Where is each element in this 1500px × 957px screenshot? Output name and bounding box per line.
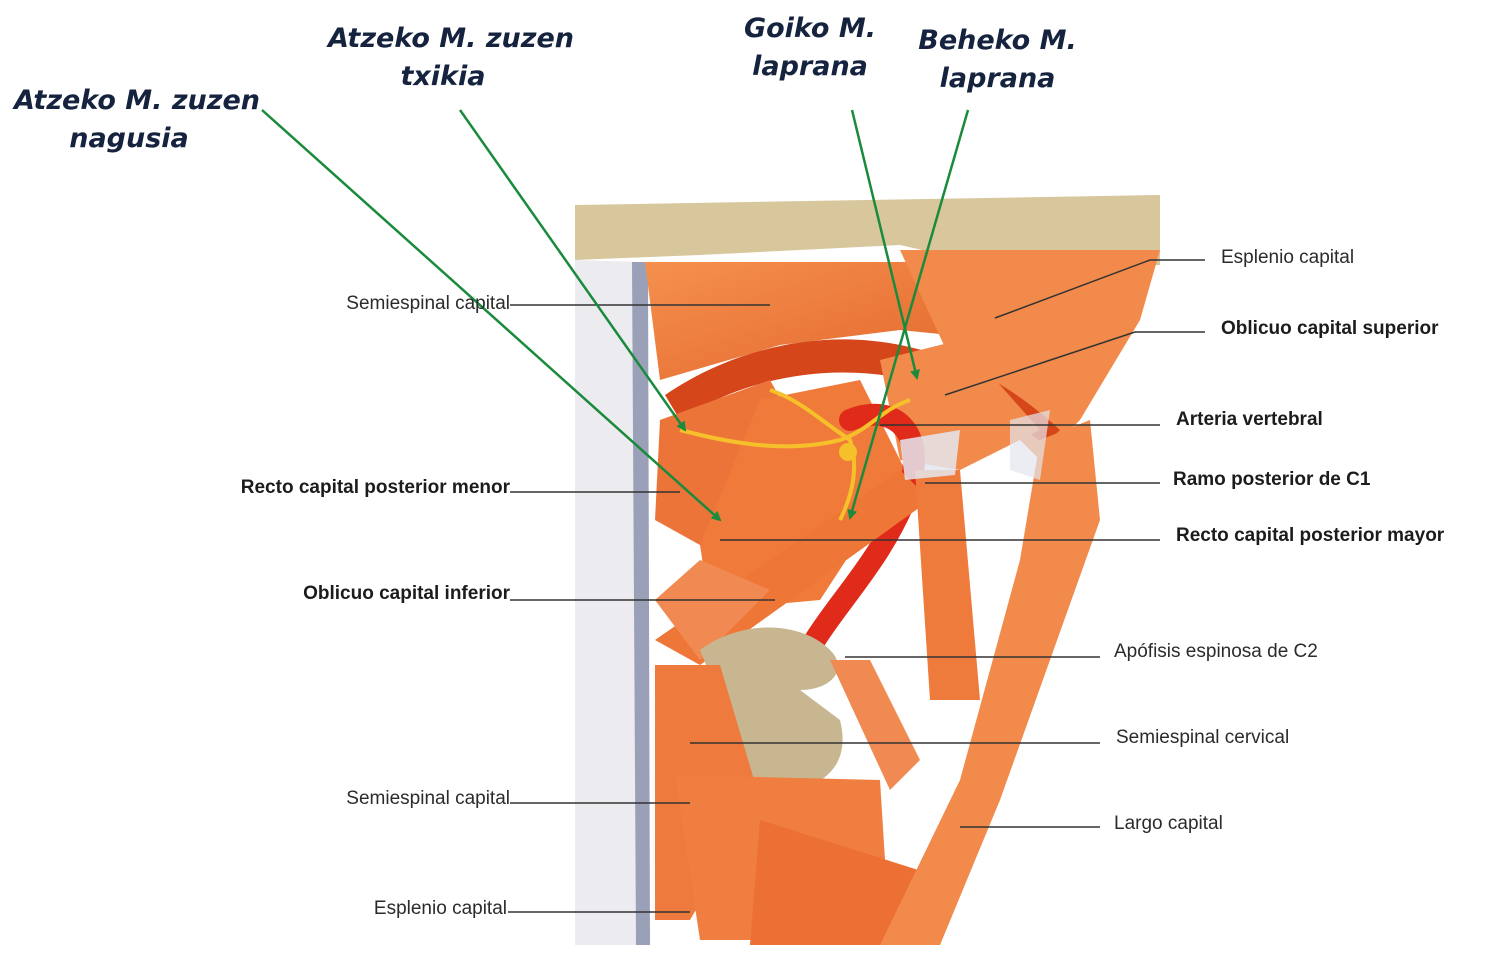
label-semiespinal-capital-lower: Semiespinal capital: [346, 788, 510, 809]
label-apofisis-espinosa-c2: Apófisis espinosa de C2: [1114, 641, 1318, 662]
label-semiespinal-capital-upper: Semiespinal capital: [346, 293, 510, 314]
c1-posterior-ramus: [679, 398, 911, 449]
annotation-rectus-minor: Atzeko M. zuzen txikia: [328, 23, 575, 92]
label-esplenio-capital: Esplenio capital: [1221, 247, 1355, 268]
arrow-obliquus-inferior: [847, 109, 970, 520]
rectus-major-muscle: [700, 380, 905, 610]
arrow-obliquus-superior: [850, 109, 920, 380]
annotation-obliquus-inferior: Beheko M. laprana: [918, 25, 1077, 94]
arrow-rectus-major: [261, 109, 722, 522]
label-oblicuo-capital-superior: Oblicuo capital superior: [1221, 318, 1439, 339]
label-recto-capital-posterior-menor: Recto capital posterior menor: [240, 477, 510, 498]
label-oblicuo-capital-inferior: Oblicuo capital inferior: [303, 583, 510, 604]
annotation-rectus-major: Atzeko M. zuzen nagusia: [14, 85, 261, 154]
annotation-obliquus-superior: Goiko M. laprana: [743, 13, 877, 82]
label-esplenio-capital-lower: Esplenio capital: [373, 898, 507, 919]
nuchal-ligament: [575, 260, 645, 945]
splenius-capitis-muscle: [900, 250, 1160, 460]
arrow-rectus-minor: [458, 109, 687, 432]
label-semiespinal-cervical: Semiespinal cervical: [1116, 727, 1290, 748]
label-ramo-posterior-c1: Ramo posterior de C1: [1173, 469, 1371, 490]
label-largo-capital: Largo capital: [1114, 813, 1223, 834]
label-arteria-vertebral: Arteria vertebral: [1176, 409, 1323, 430]
longus-capitis-muscle: [880, 420, 1100, 945]
label-recto-capital-posterior-mayor: Recto capital posterior mayor: [1176, 525, 1445, 546]
